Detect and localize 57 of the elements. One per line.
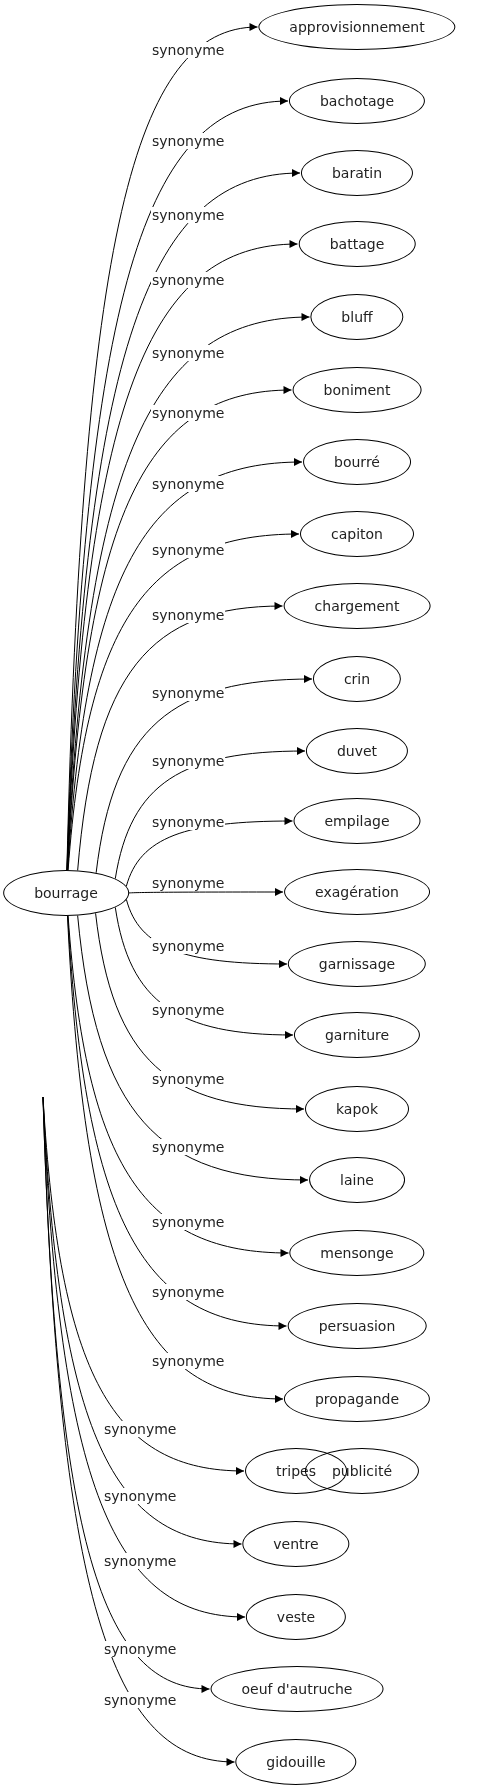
arrow xyxy=(67,915,284,1403)
arrow xyxy=(128,888,284,896)
term-label: boniment xyxy=(323,382,391,398)
term-label: duvet xyxy=(336,743,378,759)
edge-label: synonyme xyxy=(103,1552,178,1569)
edge-label: synonyme xyxy=(151,132,226,149)
edge-label: synonyme xyxy=(151,1353,226,1370)
edge-label: synonyme xyxy=(151,42,226,59)
term-label: approvisionnement xyxy=(289,19,425,35)
term-label: empilage xyxy=(324,813,390,829)
term-label: gidouille xyxy=(266,1754,326,1770)
term-label: bluff xyxy=(341,309,373,325)
arrow xyxy=(42,1096,235,1765)
term-label: persuasion xyxy=(318,1318,396,1334)
term-label: propagande xyxy=(314,1391,400,1407)
term-label: garniture xyxy=(324,1027,390,1043)
edge-label: synonyme xyxy=(151,1001,226,1018)
arrow xyxy=(67,915,289,1257)
edge-label: synonyme xyxy=(151,1214,226,1231)
edge-label: synonyme xyxy=(103,1692,178,1709)
term-label: oeuf d'autruche xyxy=(241,1681,353,1697)
term-label: garnissage xyxy=(318,956,396,972)
edge-label: synonyme xyxy=(151,937,226,954)
edge-label: synonyme xyxy=(151,541,226,558)
term-label: chargement xyxy=(314,598,400,614)
arrow xyxy=(77,602,283,871)
arrow xyxy=(95,912,305,1113)
term-label: bourré xyxy=(334,454,380,470)
term-label: capiton xyxy=(331,526,383,542)
edge-label: synonyme xyxy=(103,1488,178,1505)
term-label: battage xyxy=(329,236,385,252)
term-label: bourrage xyxy=(34,885,98,901)
term-label: baratin xyxy=(331,165,383,181)
arrow xyxy=(67,458,303,871)
arrow xyxy=(67,530,300,871)
term-label: bachotage xyxy=(319,93,395,109)
arrow xyxy=(95,675,313,874)
edge-label: synonyme xyxy=(151,1070,226,1087)
term-label: ventre xyxy=(273,1536,319,1552)
edge-label: synonyme xyxy=(151,1139,226,1155)
term-label: mensonge xyxy=(320,1245,394,1261)
arrow xyxy=(66,24,258,871)
term-label: veste xyxy=(276,1609,316,1625)
edge-label: synonyme xyxy=(103,1641,178,1658)
edge-label: synonyme xyxy=(103,1420,178,1437)
edge-label: synonyme xyxy=(151,345,226,362)
edge-label: synonyme xyxy=(151,1283,226,1300)
term-label: crin xyxy=(343,671,371,687)
edge-label: synonyme xyxy=(151,685,226,701)
edge-label: synonyme xyxy=(151,206,226,223)
term-label: laine xyxy=(340,1172,374,1188)
edge-label: synonyme xyxy=(151,271,226,288)
edge-label: synonyme xyxy=(151,405,226,421)
edge-label: synonyme xyxy=(151,475,226,492)
term-label: exagération xyxy=(315,884,399,900)
term-label: kapok xyxy=(336,1101,378,1117)
arrow xyxy=(77,915,309,1184)
